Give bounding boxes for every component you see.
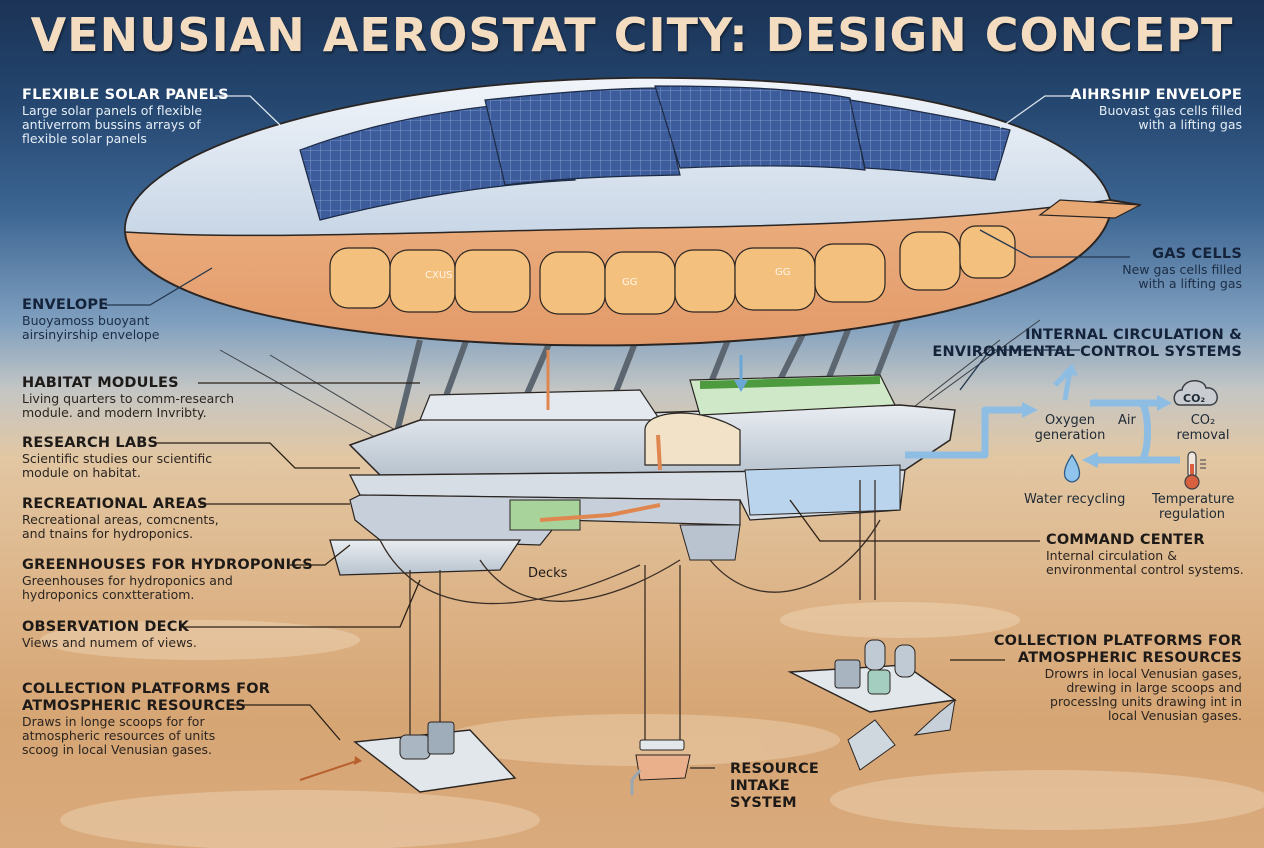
resource-intake-pod [630, 739, 715, 795]
co2-cloud-icon: CO₂ [1173, 380, 1218, 406]
tether-cables [379, 480, 881, 740]
water-drop-icon [1063, 453, 1081, 483]
leader-lines [105, 95, 1130, 391]
temperature-regulation-label: Temperature regulation [1152, 492, 1235, 522]
thermometer-icon [1184, 451, 1206, 490]
gas-cells [329, 225, 1016, 315]
label-habitat-modules: HABITAT MODULES Living quarters to comm-… [22, 375, 234, 420]
label-command-center: COMMAND CENTER Internal circulation & en… [1046, 532, 1244, 577]
collection-platform-left [299, 721, 517, 793]
environment-flow [905, 362, 1180, 468]
label-airship-envelope: AIHRSHIP ENVELOPE Buovast gas cells fill… [1070, 87, 1242, 132]
label-observation-deck: OBSERVATION DECK Views and numem of view… [22, 619, 197, 650]
co2-removal-label: CO₂ removal [1176, 413, 1230, 443]
oxygen-generation-label: Oxygen generation [1034, 413, 1106, 443]
label-gas-cells: GAS CELLS New gas cells filled with a li… [1122, 246, 1242, 291]
label-recreational-areas: RECREATIONAL AREAS Recreational areas, c… [22, 496, 219, 541]
label-greenhouses: GREENHOUSES FOR HYDROPONICS Greenhouses … [22, 557, 313, 602]
air-label: Air [1118, 413, 1136, 428]
label-envelope: ENVELOPE Buoyamoss buoyant airsinyirship… [22, 297, 160, 342]
label-collection-platforms-right: COLLECTION PLATFORMS FOR ATMOSPHERIC RES… [993, 633, 1242, 723]
label-internal-circulation: INTERNAL CIRCULATION & ENVIRONMENTAL CON… [932, 327, 1242, 360]
gas-cell-tag: CXUS [425, 270, 453, 281]
gas-cell-tag: GG [775, 267, 791, 278]
habitat-structure [329, 350, 956, 576]
svg-text:CO₂: CO₂ [1183, 392, 1205, 405]
label-research-labs: RESEARCH LABS Scientific studies our sci… [22, 435, 213, 480]
clouds [40, 602, 1264, 848]
collection-platform-right [787, 639, 957, 771]
oxygen-icon [1053, 362, 1074, 401]
water-recycling-label: Water recycling [1024, 492, 1126, 507]
page-title: VENUSIAN AEROSTAT CITY: DESIGN CONCEPT [30, 8, 1234, 62]
gas-cell-tag: GG [622, 277, 638, 288]
label-flexible-solar-panels: FLEXIBLE SOLAR PANELS Large solar panels… [22, 87, 229, 146]
leader-lines-dark [155, 382, 1040, 741]
label-resource-intake-system: RESOURCE INTAKE SYSTEM [730, 761, 819, 811]
label-collection-platforms-left: COLLECTION PLATFORMS FOR ATMOSPHERIC RES… [22, 681, 271, 757]
airship-envelope: CXUS GG GG [123, 76, 1143, 347]
decks-label: Decks [528, 566, 568, 581]
